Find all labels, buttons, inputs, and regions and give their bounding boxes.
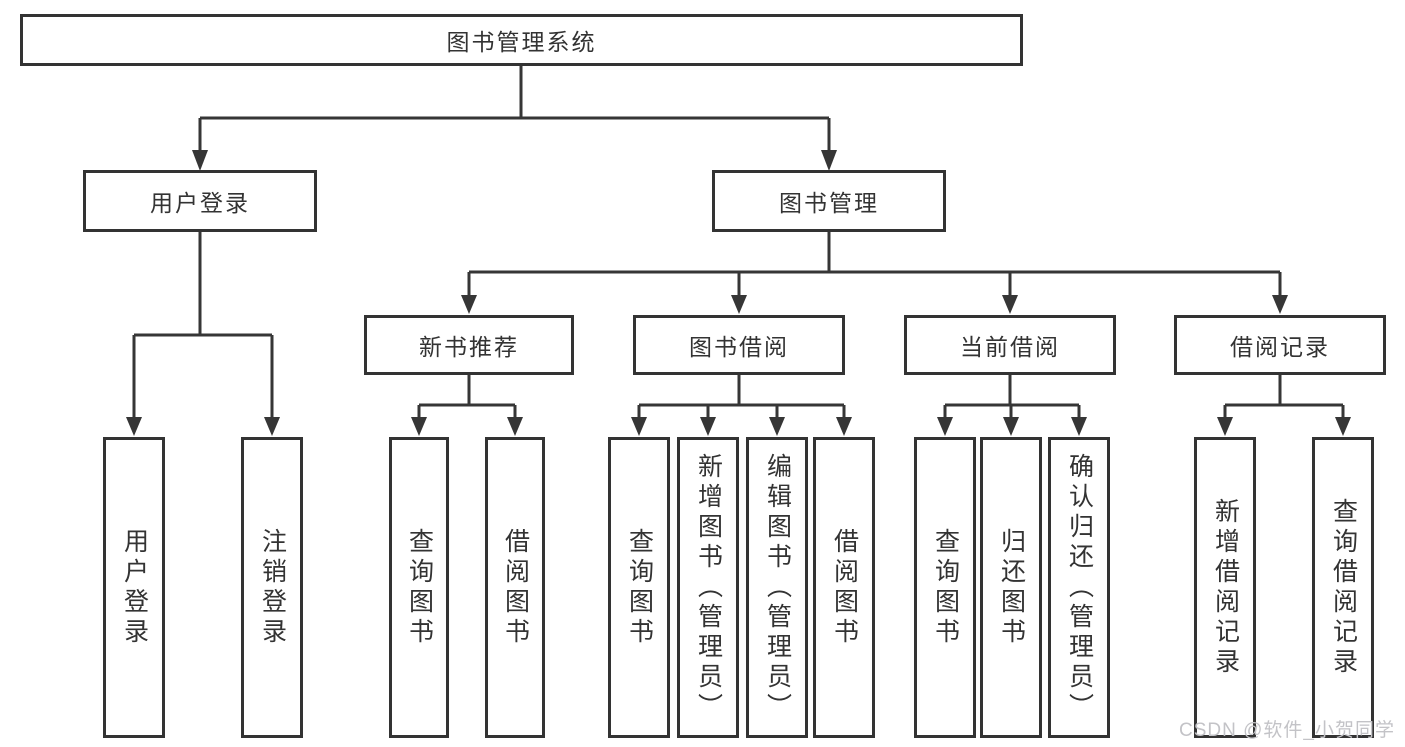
- node-label: 借阅图书: [830, 527, 859, 648]
- connector-user-login-children: [126, 232, 280, 436]
- node-label: 用户登录: [120, 527, 149, 648]
- arrow-down-icon: [1002, 295, 1018, 314]
- node-label: 借阅记录: [1230, 334, 1330, 360]
- node-label: 归还图书: [997, 527, 1026, 648]
- leaf-borrow-books: 借阅图书: [813, 437, 875, 738]
- arrow-down-icon: [461, 295, 477, 314]
- node-label: 图书管理: [779, 190, 879, 216]
- node-book-borrow: 图书借阅: [633, 315, 845, 375]
- arrow-down-icon: [937, 417, 953, 436]
- arrow-down-icon: [631, 417, 647, 436]
- connector-current-borrow-children: [937, 375, 1087, 436]
- node-label: 新增借阅记录: [1211, 497, 1240, 678]
- connector-borrow-records-children: [1217, 375, 1351, 436]
- arrow-down-icon: [192, 150, 208, 171]
- leaf-query-books-borrow: 查询图书: [608, 437, 670, 738]
- node-new-book-recommend: 新书推荐: [364, 315, 574, 375]
- arrow-down-icon: [769, 417, 785, 436]
- node-label: 编辑图书（管理员）: [763, 452, 792, 723]
- connector-new-book-children: [411, 375, 523, 436]
- connector-book-borrow-children: [631, 375, 852, 436]
- node-label: 确认归还（管理员）: [1065, 452, 1094, 723]
- connector-book-management-children: [461, 232, 1288, 314]
- leaf-return-books: 归还图书: [980, 437, 1042, 738]
- node-current-borrow: 当前借阅: [904, 315, 1116, 375]
- csdn-watermark: CSDN @软件_小贺同学: [1179, 720, 1395, 741]
- arrow-down-icon: [731, 295, 747, 314]
- node-label: 查询图书: [931, 527, 960, 648]
- arrow-down-icon: [264, 417, 280, 436]
- node-label: 新增图书（管理员）: [694, 452, 723, 723]
- node-label: 用户登录: [150, 190, 250, 216]
- arrow-down-icon: [836, 417, 852, 436]
- arrow-down-icon: [1217, 417, 1233, 436]
- node-borrow-records: 借阅记录: [1174, 315, 1386, 375]
- leaf-query-borrow-record: 查询借阅记录: [1312, 437, 1374, 738]
- arrow-down-icon: [821, 150, 837, 171]
- leaf-borrow-books-recommend: 借阅图书: [485, 437, 545, 738]
- arrow-down-icon: [1071, 417, 1087, 436]
- arrow-down-icon: [700, 417, 716, 436]
- node-book-management: 图书管理: [712, 170, 946, 232]
- leaf-query-books-recommend: 查询图书: [389, 437, 449, 738]
- node-label: 查询图书: [625, 527, 654, 648]
- node-root: 图书管理系统: [20, 14, 1023, 66]
- connector-root-to-level2: [192, 66, 837, 171]
- node-label: 当前借阅: [960, 334, 1060, 360]
- node-label: 借阅图书: [501, 527, 530, 648]
- leaf-edit-books-admin: 编辑图书（管理员）: [746, 437, 808, 738]
- arrow-down-icon: [1003, 417, 1019, 436]
- node-label: 查询借阅记录: [1329, 497, 1358, 678]
- node-label: 查询图书: [405, 527, 434, 648]
- leaf-user-login: 用户登录: [103, 437, 165, 738]
- node-user-login: 用户登录: [83, 170, 317, 232]
- arrow-down-icon: [126, 417, 142, 436]
- leaf-query-books-current: 查询图书: [914, 437, 976, 738]
- node-label: 图书管理系统: [446, 29, 597, 55]
- leaf-logout: 注销登录: [241, 437, 303, 738]
- arrow-down-icon: [1272, 295, 1288, 314]
- node-label: 新书推荐: [419, 334, 519, 360]
- node-label: 图书借阅: [689, 334, 789, 360]
- arrow-down-icon: [1335, 417, 1351, 436]
- node-label: 注销登录: [258, 527, 287, 648]
- arrow-down-icon: [411, 417, 427, 436]
- leaf-add-borrow-record: 新增借阅记录: [1194, 437, 1256, 738]
- leaf-add-books-admin: 新增图书（管理员）: [677, 437, 739, 738]
- arrow-down-icon: [507, 417, 523, 436]
- leaf-confirm-return-admin: 确认归还（管理员）: [1048, 437, 1110, 738]
